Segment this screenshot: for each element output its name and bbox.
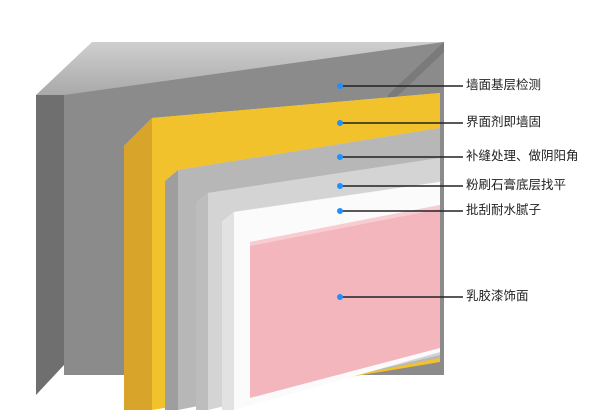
label-crack-repair: 补缝处理、做阴阳角 [466,148,579,163]
marker-dot-2 [337,120,343,126]
marker-dot-3 [337,154,343,160]
label-wall-base: 墙面基层检测 [466,77,542,92]
label-latex-paint: 乳胶漆饰面 [466,288,529,303]
label-interface-agent: 界面剂即墙固 [466,114,542,129]
yellow-side-face [124,118,152,410]
marker-dot-5 [337,208,343,214]
layer-latex-paint [250,205,440,398]
paint-front-face [250,205,440,398]
marker-dot-4 [337,183,343,189]
wall-side-face [36,95,64,395]
marker-dot-1 [337,83,343,89]
callouts [337,83,463,300]
marker-dot-6 [337,294,343,300]
label-gypsum-level: 粉刷石膏底层找平 [466,177,567,192]
label-putty: 批刮耐水腻子 [466,202,542,217]
